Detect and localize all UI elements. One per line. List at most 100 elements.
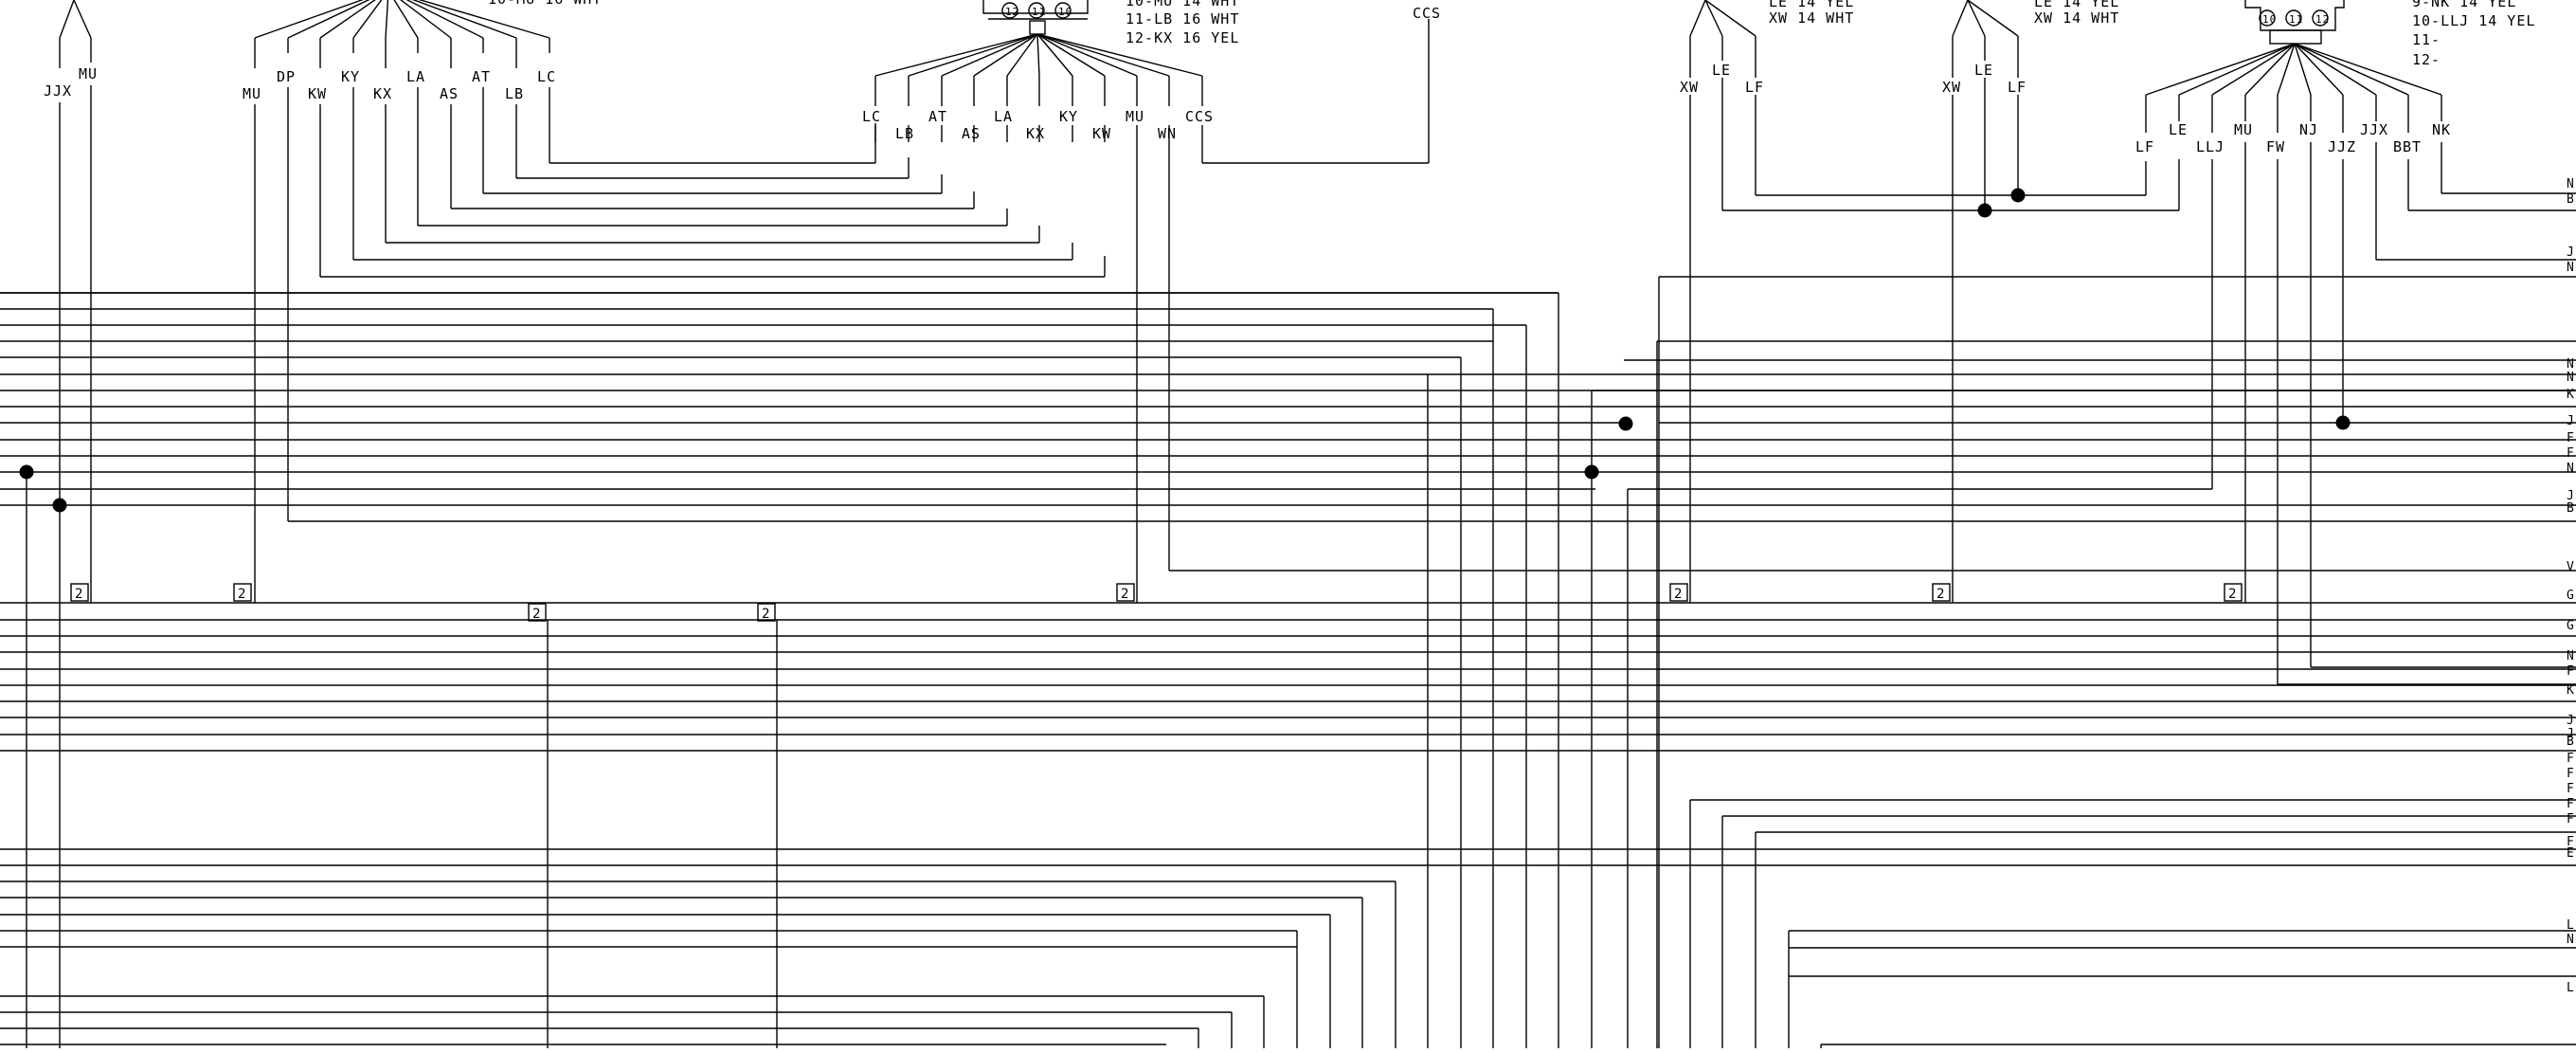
wire bbox=[2277, 43, 2296, 96]
ground-marker-box bbox=[2224, 583, 2243, 602]
wire bbox=[1036, 33, 1106, 77]
ground-marker-number: 2 bbox=[75, 587, 83, 602]
wire bbox=[393, 0, 419, 39]
ground-marker-number: 2 bbox=[238, 587, 246, 602]
pin-circle bbox=[2312, 9, 2329, 27]
edge-wire-label: J bbox=[2567, 489, 2575, 503]
wire-label: LC bbox=[862, 108, 881, 125]
wire bbox=[411, 0, 517, 39]
wire-label: AT bbox=[928, 108, 947, 125]
wire bbox=[1036, 33, 1040, 77]
wire bbox=[2178, 43, 2296, 96]
edge-wire-label: F bbox=[2567, 752, 2575, 766]
edge-wire-label: J bbox=[2567, 245, 2575, 260]
wire-label: LE bbox=[1974, 62, 1993, 79]
right-c-pin-number: 12 bbox=[2315, 13, 2330, 26]
wire bbox=[352, 0, 383, 39]
edge-wire-label: N bbox=[2567, 357, 2575, 372]
edge-wire-label: L bbox=[2567, 981, 2575, 995]
junction-dot bbox=[1618, 416, 1633, 431]
wire bbox=[1967, 0, 2019, 37]
edge-wire-label: F bbox=[2567, 782, 2575, 796]
ground-marker-box bbox=[1932, 583, 1951, 602]
center-pin-number: 11 bbox=[1032, 6, 1046, 18]
pin-circle bbox=[1028, 2, 1045, 19]
wire-label: XW bbox=[1680, 79, 1699, 96]
wire bbox=[2294, 43, 2377, 96]
wire-label: KY bbox=[341, 68, 360, 85]
wire bbox=[1036, 33, 1170, 77]
wire-label: FW bbox=[2266, 138, 2285, 155]
wire-label: LA bbox=[406, 68, 425, 85]
wire bbox=[385, 0, 389, 39]
wire-label: BBT bbox=[2393, 138, 2422, 155]
ground-marker-number: 2 bbox=[1121, 587, 1129, 602]
wire bbox=[73, 0, 92, 39]
wire bbox=[1036, 33, 1203, 77]
wire-label: MU bbox=[243, 85, 261, 102]
center-pin-number: 12 bbox=[1005, 6, 1019, 18]
wire-label: LE bbox=[1712, 62, 1731, 79]
wire bbox=[400, 0, 452, 39]
edge-wire-label: N bbox=[2567, 371, 2575, 385]
edge-wire-label: B bbox=[2567, 501, 2575, 516]
wire-label: LE bbox=[2169, 121, 2188, 138]
wire-label: JJX bbox=[2360, 121, 2388, 138]
wire bbox=[2294, 43, 2312, 96]
edge-wire-label: N bbox=[2567, 933, 2575, 947]
pin-circle bbox=[1001, 2, 1018, 19]
ground-marker-box bbox=[757, 603, 776, 622]
wire bbox=[319, 0, 376, 39]
wire-label: LLJ bbox=[2196, 138, 2225, 155]
edge-wire-label: F bbox=[2567, 812, 2575, 826]
center-connector-pin-line: 12-KX 16 YEL bbox=[1126, 29, 1239, 46]
wire bbox=[2211, 43, 2296, 96]
wire-label: LA bbox=[994, 108, 1013, 125]
wire-label: KX bbox=[373, 85, 392, 102]
wire-label: AS bbox=[440, 85, 459, 102]
wire-label: MU bbox=[1126, 108, 1144, 125]
edge-wire-label: N bbox=[2567, 261, 2575, 275]
wire-label: NK bbox=[2432, 121, 2451, 138]
edge-wire-label: G bbox=[2567, 619, 2575, 633]
wire-label: NJ bbox=[2299, 121, 2318, 138]
junction-dot bbox=[2010, 188, 2026, 203]
ground-marker-box bbox=[70, 583, 89, 602]
wire-label: JJX bbox=[44, 82, 72, 100]
pin-circle bbox=[2259, 9, 2276, 27]
ground-marker-box bbox=[233, 583, 252, 602]
pin-circle bbox=[2285, 9, 2302, 27]
wire bbox=[1704, 0, 1756, 37]
wire bbox=[1952, 0, 1969, 37]
wire bbox=[59, 0, 75, 39]
center-pin-number: 10 bbox=[1058, 6, 1072, 18]
wire bbox=[874, 33, 1038, 77]
wire bbox=[287, 0, 370, 39]
right-a-pin-line: XW 14 WHT bbox=[1769, 9, 1854, 27]
edge-wire-label: N bbox=[2567, 649, 2575, 663]
ground-marker-box bbox=[1669, 583, 1688, 602]
ground-marker-number: 2 bbox=[762, 607, 770, 622]
wire-label: LF bbox=[2008, 79, 2027, 96]
wire bbox=[1689, 0, 1706, 37]
ground-marker-box bbox=[528, 603, 547, 622]
wire bbox=[2294, 43, 2344, 96]
connector-shell bbox=[982, 0, 1089, 14]
wire-label: JJZ bbox=[2328, 138, 2356, 155]
wire bbox=[941, 33, 1038, 77]
wire-label: MU bbox=[2234, 121, 2253, 138]
edge-wire-label: E bbox=[2567, 846, 2575, 861]
wire bbox=[2294, 43, 2409, 96]
junction-dot bbox=[52, 498, 67, 513]
edge-wire-label: J bbox=[2567, 414, 2575, 428]
right-c-pin-line: 11- bbox=[2412, 31, 2441, 48]
connector-bodies bbox=[1001, 2, 2329, 45]
wire bbox=[973, 33, 1038, 77]
ground-marker-number: 2 bbox=[532, 607, 541, 622]
edge-wire-label: F bbox=[2567, 835, 2575, 849]
edge-wire-label: F bbox=[2567, 797, 2575, 811]
junction-dot bbox=[1977, 203, 1992, 218]
